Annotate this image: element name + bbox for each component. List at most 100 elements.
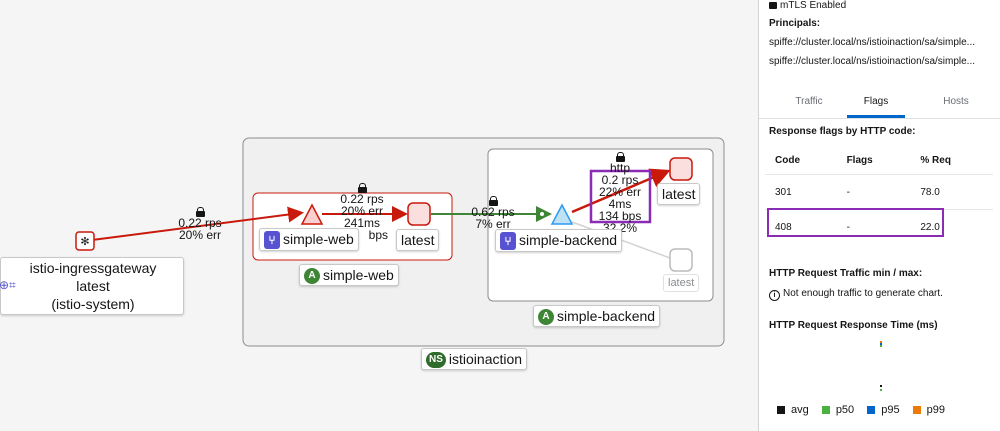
edge-err: 7% err — [475, 217, 511, 231]
chart-point-p95 — [880, 343, 882, 345]
simple-web-workload-node — [407, 202, 431, 226]
simple-web-service-label[interactable]: ⑂simple-web — [259, 228, 359, 252]
edge-proto: http — [609, 161, 630, 175]
tab-flags[interactable]: Flags — [863, 96, 889, 107]
namespace-name: istioinaction — [448, 351, 523, 367]
flags-table: Code Flags % Req 301 - 78.0 408 - 22.0 — [765, 146, 993, 244]
selected-row-highlight — [767, 208, 944, 237]
cell-req: 22.0 — [910, 209, 993, 244]
traffic-title: HTTP Request Traffic min / max: — [769, 268, 923, 279]
simple-web-service-node — [300, 203, 324, 225]
chart-legend: avg p50 p95 p99 — [777, 404, 945, 416]
edge-resp: 241ms — [343, 216, 381, 230]
cell-code: 408 — [765, 209, 837, 244]
legend-swatch-p99 — [912, 406, 921, 415]
edge-rps: 0.2 rps — [601, 173, 639, 187]
lock-icon — [195, 207, 205, 217]
simple-backend-service-node — [550, 203, 574, 225]
table-row: 408 - 22.0 — [765, 209, 993, 244]
simple-web-workload-label[interactable]: latest — [396, 229, 440, 251]
header-req: % Req — [920, 154, 951, 166]
legend-p95: p95 — [881, 404, 900, 416]
service-graph[interactable]: ✻ 0.22 rps 20% err 0.22 rps 20% err 241m… — [0, 0, 758, 431]
response-chart — [759, 335, 1000, 401]
tab-hosts[interactable]: Hosts — [943, 96, 969, 107]
app-badge: A — [538, 309, 554, 326]
tab-traffic[interactable]: Traffic — [795, 96, 823, 107]
edge-ingress-to-web — [91, 206, 304, 241]
chart-point-p50 — [880, 345, 882, 347]
edge-err: 22% err — [598, 185, 642, 199]
node-version: latest — [662, 186, 696, 202]
service-icon: ⑂ — [264, 231, 280, 250]
app-badge: A — [304, 268, 320, 285]
lock-icon — [615, 152, 625, 162]
ingress-node-label[interactable]: ⊕⌗ istio-ingressgateway latest (istio-sy… — [0, 257, 184, 315]
edge-rps: 0.62 rps — [471, 205, 515, 219]
edge-err: 20% err — [178, 228, 222, 242]
legend-p99: p99 — [926, 404, 946, 416]
table-row: 301 - 78.0 — [765, 174, 993, 210]
ingress-node — [75, 231, 95, 251]
header-flags: Flags — [846, 154, 873, 166]
response-title: HTTP Request Response Time (ms) — [769, 320, 938, 331]
service-icon: ⑂ — [500, 232, 516, 251]
node-name: simple-web — [283, 231, 354, 247]
app-name: simple-web — [323, 267, 394, 283]
mtls-text: mTLS Enabled — [780, 0, 847, 11]
side-panel: mTLS Enabled Principals: spiffe://cluste… — [758, 0, 1000, 431]
backend-workload-node-2 — [669, 248, 693, 272]
edge-bps: bps — [368, 228, 388, 242]
edge-bps: 134 bps — [598, 209, 642, 223]
simple-backend-service-label[interactable]: ⑂simple-backend — [495, 229, 623, 253]
lock-icon — [769, 2, 777, 9]
lock-icon — [488, 196, 498, 206]
legend-swatch-p95 — [867, 406, 876, 415]
mtls-status: mTLS Enabled — [769, 0, 846, 11]
chart-point-p50 — [880, 389, 882, 391]
cell-req: 78.0 — [910, 174, 993, 210]
table-header: Code Flags % Req — [765, 146, 993, 175]
principal-2: spiffe://cluster.local/ns/istioinaction/… — [769, 56, 976, 67]
principals-title: Principals: — [769, 18, 821, 29]
node-name: simple-backend — [519, 232, 618, 248]
traffic-note-text: Not enough traffic to generate chart. — [783, 288, 943, 299]
node-version: latest — [401, 232, 435, 248]
namespace-badge: NS — [426, 352, 446, 369]
principal-1: spiffe://cluster.local/ns/istioinaction/… — [769, 37, 976, 48]
legend-swatch-p50 — [821, 406, 830, 415]
lock-icon — [357, 183, 367, 193]
node-namespace: (istio-system) — [51, 296, 135, 312]
edge-rps: 0.22 rps — [178, 216, 222, 230]
edge-label-backend-selected[interactable]: http 0.2 rps 22% err 4ms 134 bps 32.2% — [592, 152, 648, 234]
chart-point-avg — [880, 385, 882, 387]
gateway-icon: ⊕⌗ — [0, 278, 16, 292]
cell-code: 301 — [765, 174, 837, 210]
node-version: latest — [76, 278, 110, 294]
edge-label-ingress: 0.22 rps 20% err — [176, 207, 224, 241]
edge-label-web-backend: 0.62 rps 7% err — [469, 196, 517, 230]
header-code: Code — [775, 154, 800, 166]
cell-flags: - — [836, 209, 911, 244]
flags-title: Response flags by HTTP code: — [769, 126, 916, 137]
backend-workload-label-1[interactable]: latest — [657, 183, 701, 205]
panel-tabs: Traffic Flags Hosts — [759, 92, 1000, 119]
legend-swatch-avg — [777, 406, 785, 415]
app-name: simple-backend — [557, 308, 656, 324]
edge-resp: 4ms — [608, 197, 632, 211]
legend-avg: avg — [791, 404, 809, 416]
info-icon: i — [769, 290, 780, 301]
backend-workload-label-2[interactable]: latest — [663, 274, 700, 292]
node-name: istio-ingressgateway — [29, 260, 157, 276]
edge-label-web: 0.22 rps 20% err 241ms bps — [336, 183, 388, 241]
backend-workload-node-1 — [669, 157, 693, 181]
active-tab-indicator — [847, 115, 905, 118]
edge-err: 20% err — [340, 204, 384, 218]
chart-point-p99 — [880, 341, 882, 343]
legend-p50: p50 — [835, 404, 855, 416]
cell-flags: - — [836, 174, 911, 210]
